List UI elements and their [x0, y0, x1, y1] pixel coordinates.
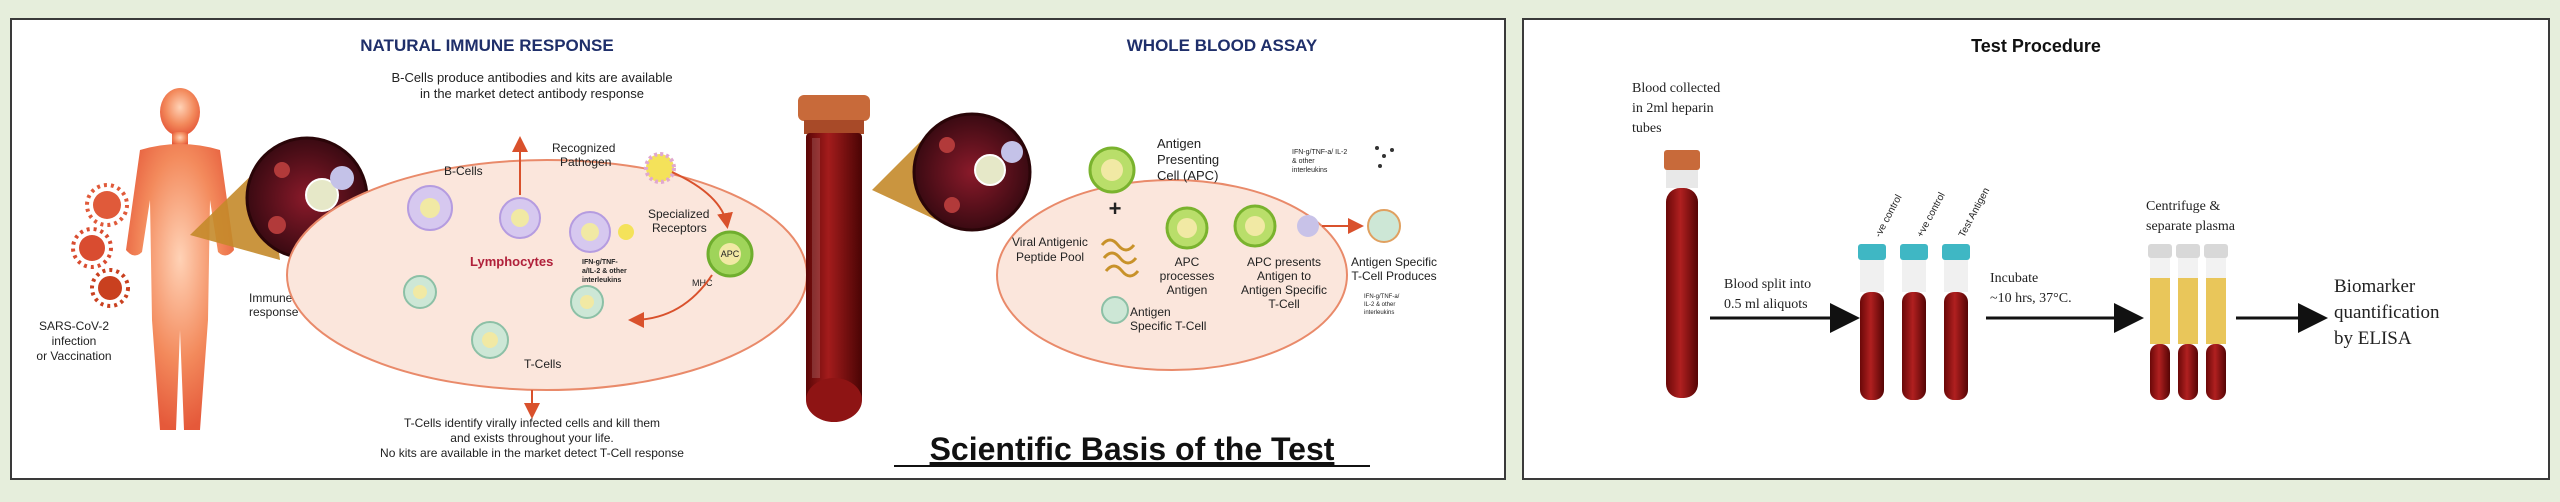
apc-cell-icon [1088, 146, 1136, 194]
specialized-receptors-label-2: Receptors [652, 221, 707, 235]
flow-arrows [512, 136, 733, 419]
aliquot-tubes-icon [1858, 244, 1970, 400]
virus-icon [71, 183, 130, 308]
tube-label-positive: +ve control [1915, 191, 1948, 240]
apc-presents-label-2: Antigen to [1257, 269, 1311, 283]
ifn-note-1: IFN-g/TNF- [582, 259, 618, 266]
antigen-t-cell-label-2: Specific T-Cell [1130, 319, 1206, 333]
sars-label-1: SARS-CoV-2 [39, 319, 109, 333]
incubate-label-1: Incubate [1990, 271, 2038, 286]
plus-icon: + [1109, 196, 1122, 221]
whole-blood-title: WHOLE BLOOD ASSAY [1127, 36, 1318, 55]
sars-label-3: or Vaccination [36, 349, 111, 363]
ifn-small-note-2: IL-2 & other [1364, 302, 1395, 308]
specialized-receptors-label-1: Specialized [648, 207, 709, 221]
ifn-top-note-1: IFN-g/TNF-a/ IL-2 [1292, 149, 1347, 156]
apc-label-3: Cell (APC) [1157, 168, 1218, 183]
apc-cell-icon [1165, 204, 1277, 250]
centrifuge-label-2: separate plasma [2146, 219, 2236, 234]
ifn-small-note-3: interleukins [1364, 310, 1394, 316]
biomarker-label-2: quantification [2334, 302, 2440, 323]
scientific-basis-diagram: NATURAL IMMUNE RESPONSE WHOLE BLOOD ASSA… [36, 36, 1437, 467]
molecule-dots-icon [1375, 146, 1394, 168]
t-cell-icon [403, 275, 604, 359]
immune-response-label-1: Immune [249, 291, 293, 305]
scientific-basis-panel: NATURAL IMMUNE RESPONSE WHOLE BLOOD ASSA… [10, 18, 1506, 480]
ifn-note-3: interleukins [582, 277, 621, 284]
apc-badge-label: APC [721, 249, 740, 259]
natural-immune-title: NATURAL IMMUNE RESPONSE [360, 36, 613, 55]
test-procedure-panel: Test Procedure Blood collected in 2ml he… [1522, 18, 2550, 480]
ifn-small-note-1: IFN-g/TNF-a/ [1364, 294, 1400, 300]
t-cell-icon [1101, 209, 1401, 324]
plasma-tubes-icon [2148, 244, 2228, 400]
blood-tube-icon [798, 95, 870, 422]
apc-cell-icon [706, 230, 754, 278]
tube-label-negative: -ve control [1873, 193, 1905, 239]
b-cells-label: B-Cells [444, 164, 483, 178]
apc-presents-label-3: Antigen Specific [1241, 283, 1327, 297]
mhc-label: MHC [692, 278, 713, 288]
apc-processes-label-3: Antigen [1167, 283, 1208, 297]
apc-presents-label-1: APC presents [1247, 255, 1321, 269]
t-cell-produces-label-1: Antigen Specific [1351, 255, 1437, 269]
test-procedure-title: Test Procedure [1971, 36, 2101, 56]
split-label-2: 0.5 ml aliquots [1724, 297, 1808, 312]
sars-label-2: infection [52, 334, 97, 348]
apc-label-1: Antigen [1157, 136, 1201, 151]
recognized-pathogen-label-2: Pathogen [560, 155, 611, 169]
cell-cluster-icon [939, 137, 1023, 213]
antigen-t-cell-label-1: Antigen [1130, 305, 1171, 319]
recognized-pathogen-label-1: Recognized [552, 141, 615, 155]
split-label-1: Blood split into [1724, 277, 1811, 292]
ifn-top-note-3: interleukins [1292, 167, 1328, 174]
scientific-basis-title: Scientific Basis of the Test [930, 431, 1335, 467]
collected-label-2: in 2ml heparin [1632, 101, 1714, 116]
collected-label-3: tubes [1632, 121, 1662, 136]
t-cell-note-line-3: No kits are available in the market dete… [380, 446, 684, 460]
biomarker-label-1: Biomarker [2334, 276, 2416, 297]
t-cell-produces-label-2: T-Cell Produces [1351, 269, 1436, 283]
b-cell-note-line-1: B-Cells produce antibodies and kits are … [391, 70, 672, 85]
collection-tube-icon [1664, 150, 1700, 398]
b-cell-icon [499, 197, 611, 253]
viral-pool-label-1: Viral Antigenic [1012, 235, 1088, 249]
b-cell-icon [407, 185, 453, 231]
t-cell-note-line-2: and exists throughout your life. [450, 431, 613, 445]
centrifuge-label-1: Centrifuge & [2146, 199, 2220, 214]
apc-presents-label-4: T-Cell [1268, 297, 1299, 311]
peptide-pool-icon [1100, 238, 1140, 278]
test-procedure-diagram: Test Procedure Blood collected in 2ml he… [1632, 36, 2440, 400]
pathogen-icon [618, 152, 676, 240]
incubate-label-2: ~10 hrs, 37°C. [1990, 291, 2072, 306]
apc-processes-label-2: processes [1160, 269, 1215, 283]
t-cells-label: T-Cells [524, 357, 561, 371]
biomarker-label-3: by ELISA [2334, 328, 2412, 349]
ifn-top-note-2: & other [1292, 158, 1315, 165]
ifn-note-2: a/IL-2 & other [582, 268, 627, 275]
b-cell-note-line-2: in the market detect antibody response [420, 86, 644, 101]
viral-pool-label-2: Peptide Pool [1016, 250, 1084, 264]
apc-processes-label-1: APC [1175, 255, 1200, 269]
collected-label-1: Blood collected [1632, 81, 1720, 96]
immune-response-label-2: response [249, 305, 299, 319]
apc-label-2: Presenting [1157, 152, 1219, 167]
t-cell-note-line-1: T-Cells identify virally infected cells … [404, 416, 660, 430]
lymphocytes-label: Lymphocytes [470, 254, 553, 269]
human-body-icon [126, 88, 234, 430]
blood-magnified-icon [912, 112, 1032, 232]
tube-label-test: Test Antigen [1957, 186, 1992, 239]
